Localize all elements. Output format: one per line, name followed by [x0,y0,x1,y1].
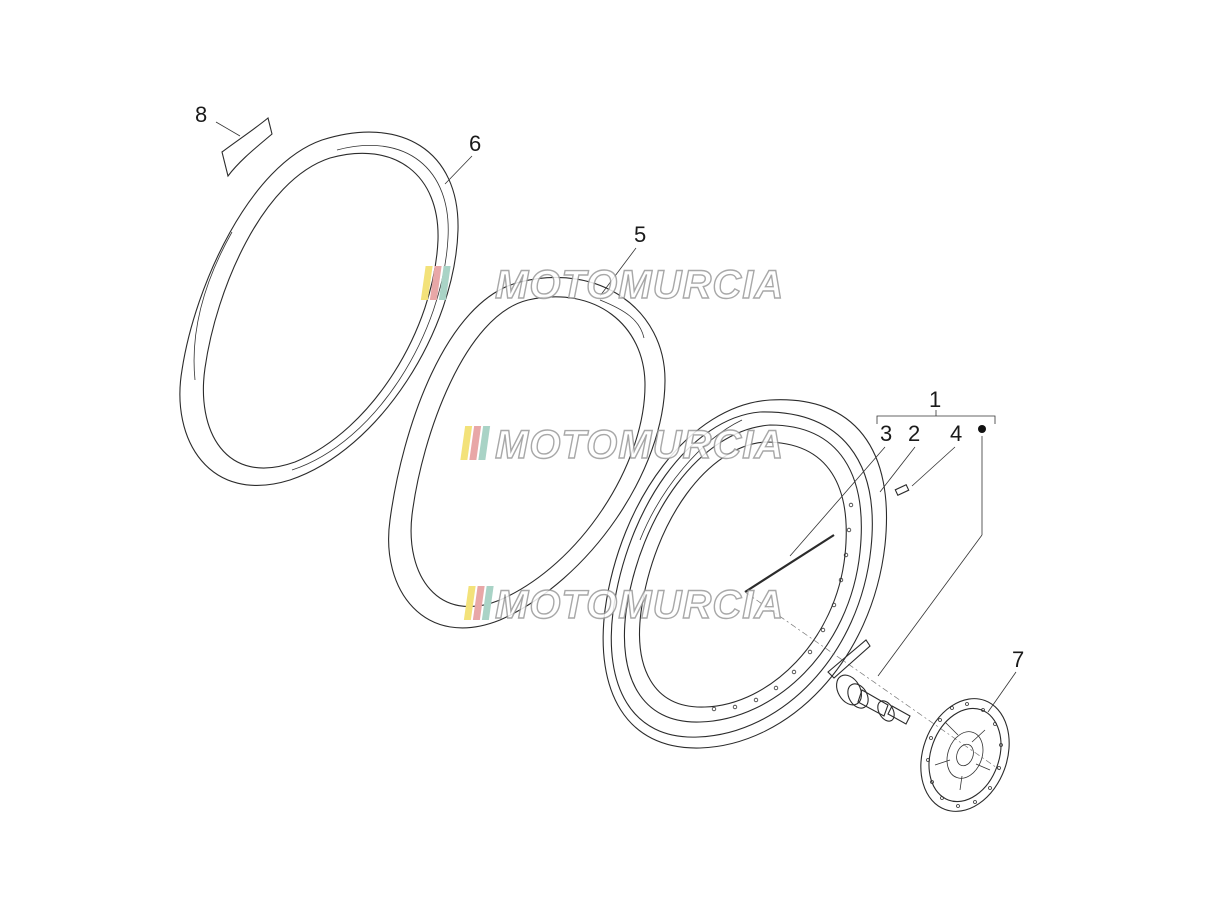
wheel-rim [602,399,887,749]
label-part-3: 3 [880,421,892,446]
disc-vent-holes [926,702,1003,808]
inner-tube [388,277,666,629]
svg-text:MOTOMURCIA: MOTOMURCIA [495,263,784,307]
watermark-top: MOTOMURCIA [420,262,784,308]
spoke-nipple [894,484,910,496]
spoke [744,534,835,593]
svg-text:MOTOMURCIA: MOTOMURCIA [495,583,784,627]
label-part-5: 5 [634,222,646,247]
tyre [179,131,459,486]
kit-marker-icon [978,425,986,433]
wheel-hub [827,639,911,725]
label-part-7: 7 [1012,647,1024,672]
label-part-4: 4 [950,421,962,446]
label-part-2: 2 [908,421,920,446]
leader-lines [215,121,1017,713]
label-part-6: 6 [469,131,481,156]
watermark-middle: MOTOMURCIA [460,422,784,468]
brake-disc [920,698,1010,812]
rim-band-segment [221,117,273,178]
spoke-holes [711,502,854,712]
label-part-8: 8 [195,102,207,127]
svg-text:MOTOMURCIA: MOTOMURCIA [495,423,784,467]
label-part-1: 1 [929,387,941,412]
watermark-bottom: MOTOMURCIA [463,582,784,628]
